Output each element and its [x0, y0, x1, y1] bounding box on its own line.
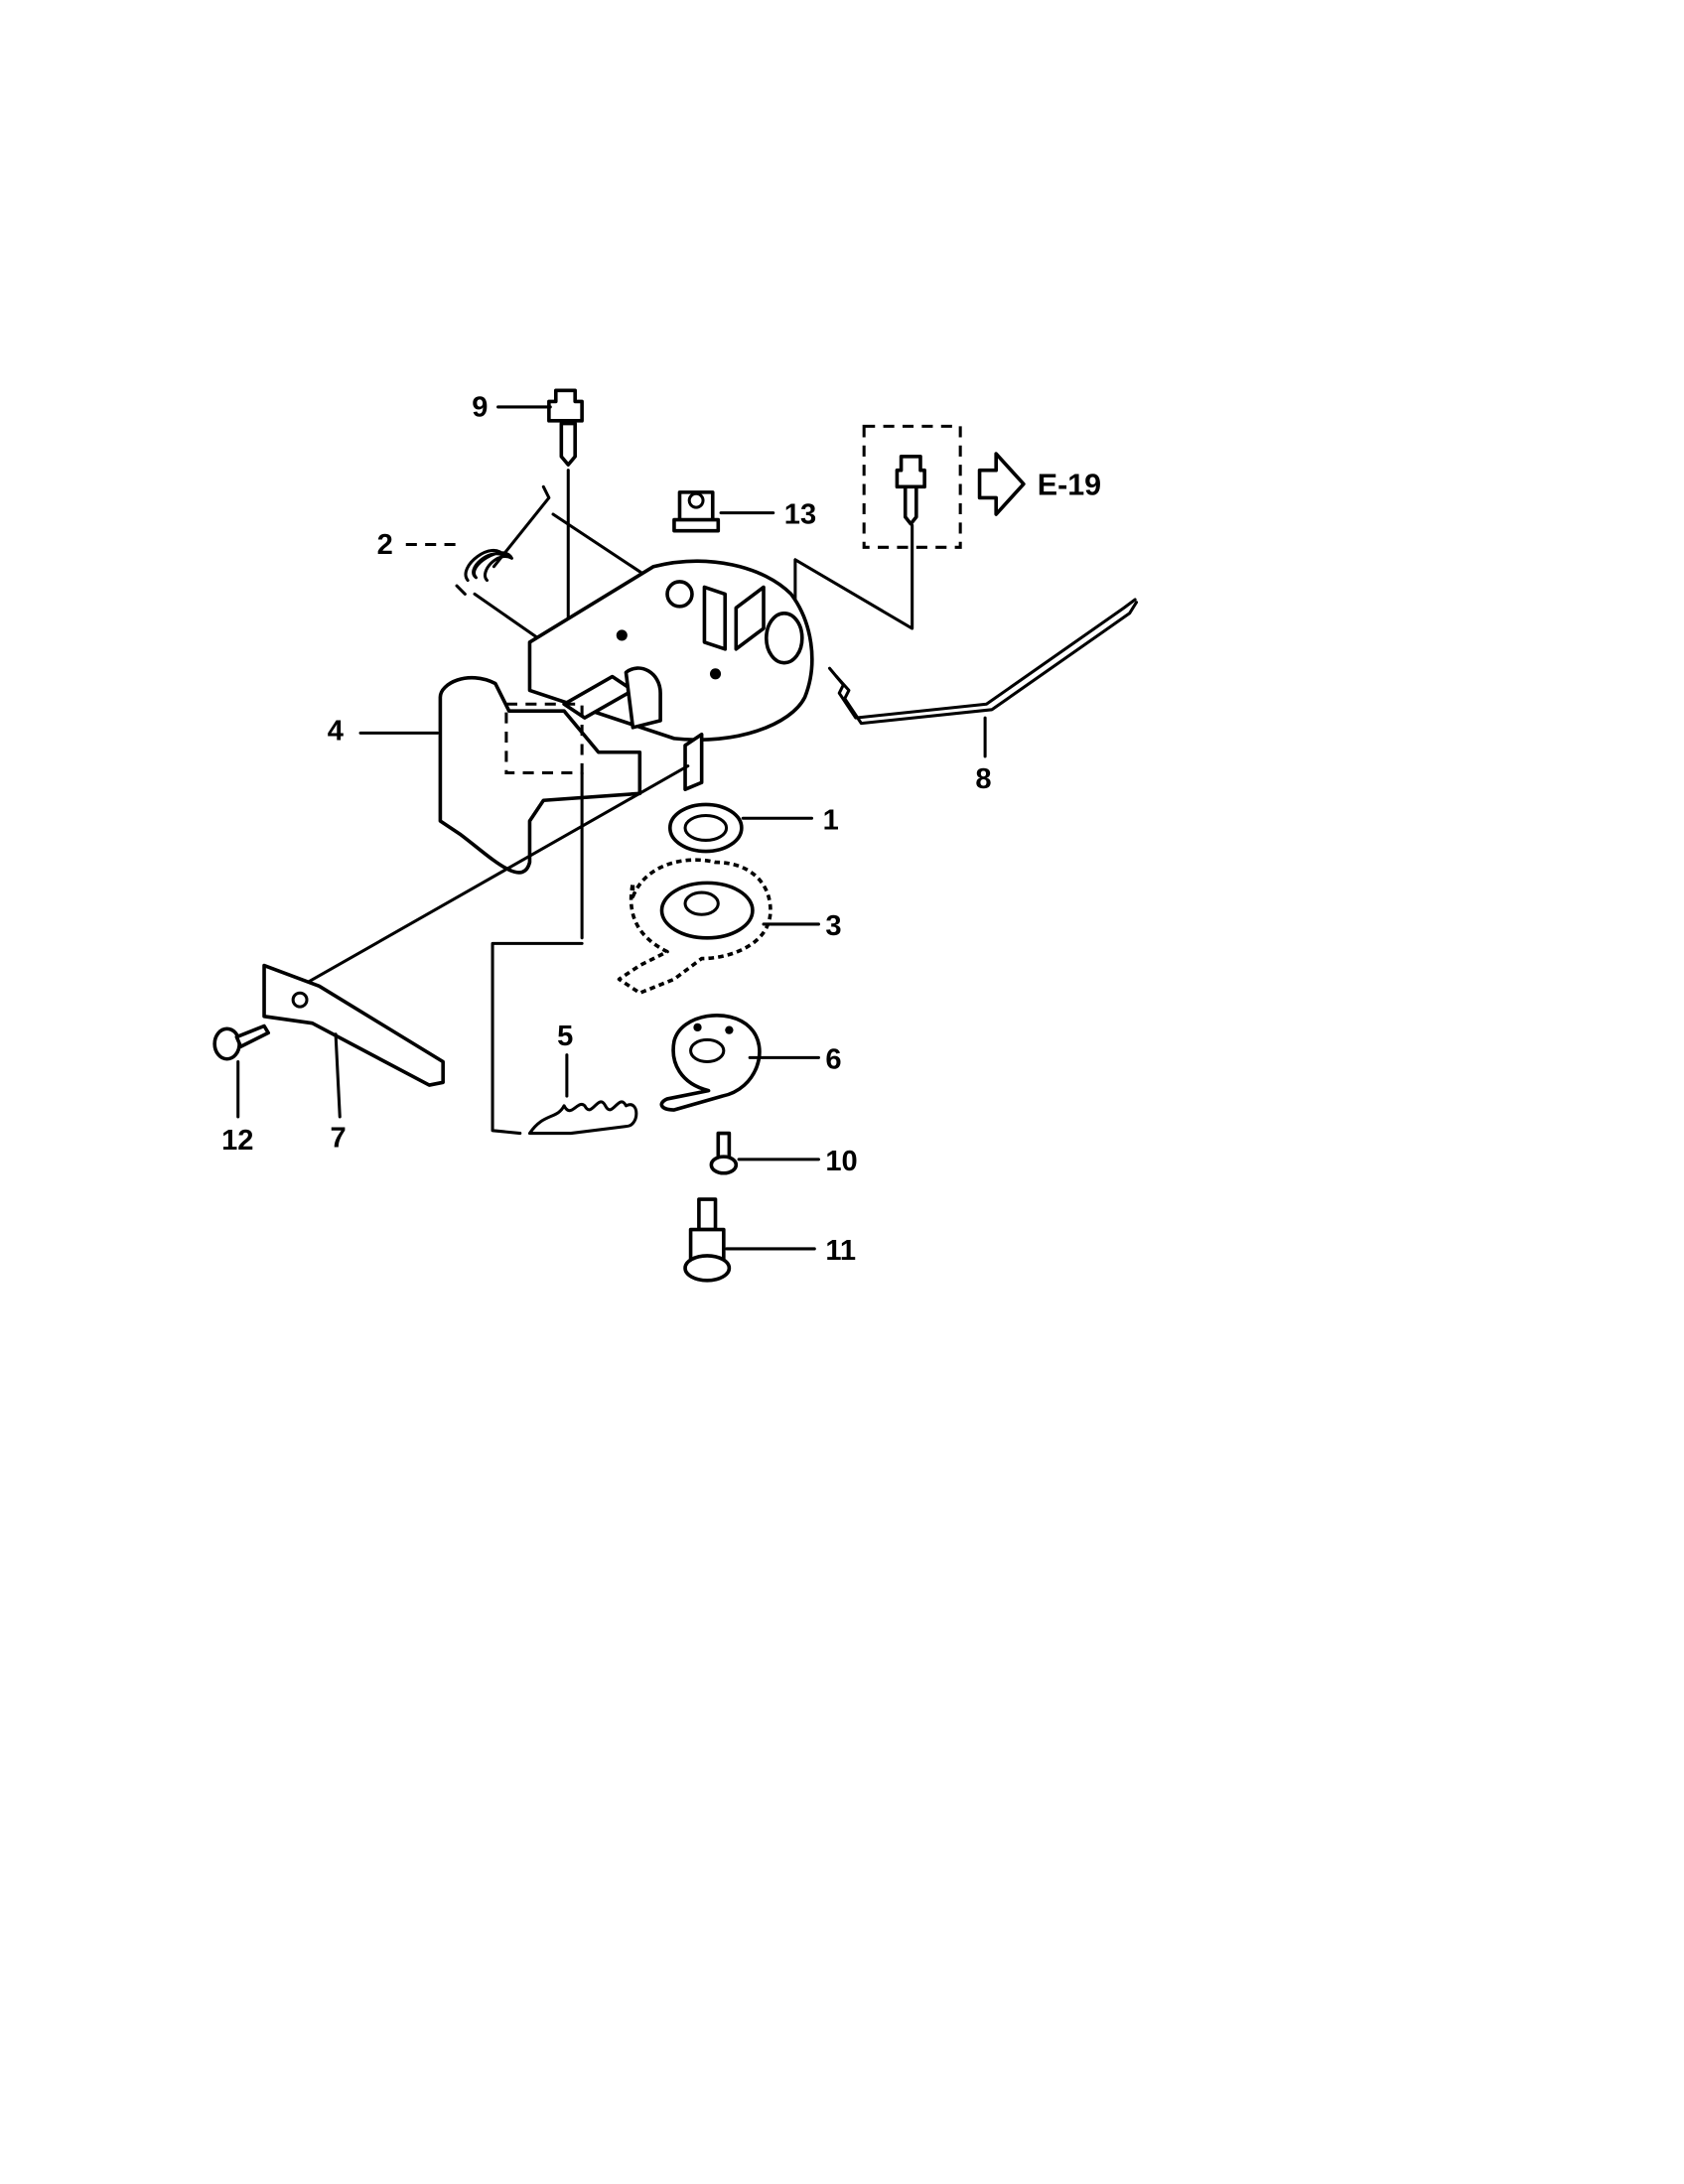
- part-7-plate: 7: [262, 963, 445, 1154]
- callout-8: 8: [975, 763, 991, 795]
- callout-10: 10: [825, 1146, 857, 1177]
- callout-11: 11: [825, 1235, 856, 1267]
- part-12-screw: 12: [212, 1024, 270, 1157]
- reference-e19[interactable]: E-19: [1038, 469, 1101, 502]
- callout-4: 4: [328, 715, 345, 747]
- callout-3: 3: [825, 910, 841, 942]
- part-9-bolt: 9: [472, 388, 584, 637]
- part-4-cover: 4: [287, 676, 690, 995]
- callout-5: 5: [557, 1021, 573, 1052]
- part-3-gear: 3: [617, 858, 842, 996]
- part-5-spring: 5: [491, 941, 638, 1136]
- e19-reference: E-19: [793, 424, 1101, 630]
- callout-12: 12: [221, 1125, 253, 1157]
- arrow-right-icon: [977, 452, 1026, 516]
- governor-plate: [527, 559, 814, 791]
- callout-2: 2: [377, 529, 393, 561]
- callout-7: 7: [331, 1122, 347, 1154]
- part-1-washer: 1: [667, 802, 839, 854]
- callout-6: 6: [825, 1043, 841, 1075]
- callout-13: 13: [784, 499, 816, 531]
- part-11-bolt: 11: [683, 1197, 856, 1283]
- part-8-rod: 8: [828, 598, 1139, 795]
- callout-1: 1: [823, 804, 839, 836]
- part-10-screw: 10: [709, 1131, 858, 1177]
- part-13-nut: 13: [672, 490, 816, 533]
- part-6-cam: 6: [659, 1014, 842, 1112]
- callout-9: 9: [472, 392, 488, 424]
